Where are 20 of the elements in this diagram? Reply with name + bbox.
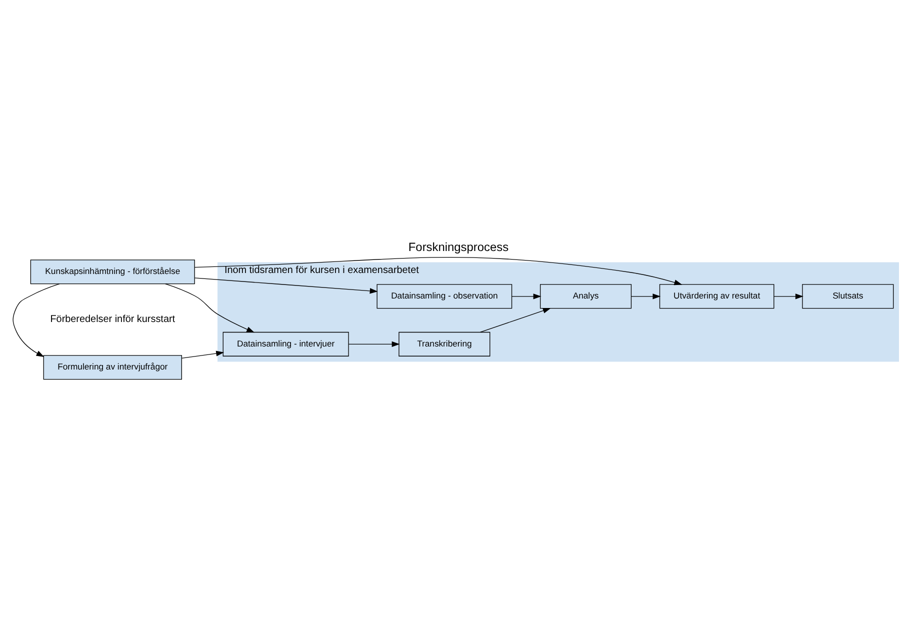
node-box: Datainsamling - observation (376, 284, 512, 309)
arrow (194, 278, 378, 294)
node-box: Datainsamling - intervjuer (222, 332, 349, 356)
diagram-title: Forskningsprocess (408, 240, 509, 254)
arrow (348, 341, 400, 347)
label: Förberedelser inför kursstart (50, 314, 176, 325)
arrow (511, 294, 542, 300)
arrow (774, 294, 804, 300)
node-box: Analys (540, 284, 632, 309)
arrow (480, 308, 551, 333)
node-box: Utvärdering av resultat (659, 284, 774, 309)
node-box: Transkribering (398, 332, 490, 356)
arrow (181, 350, 224, 358)
arrow (164, 283, 255, 333)
arrow (194, 257, 682, 286)
node-box: Slutsats (802, 284, 894, 309)
node-box: Kunskapsinhämtning - förförståelse (30, 260, 195, 284)
arrow (630, 294, 661, 300)
arrow (12, 284, 60, 357)
node-box: Formulering av intervjufrågor (43, 355, 182, 380)
